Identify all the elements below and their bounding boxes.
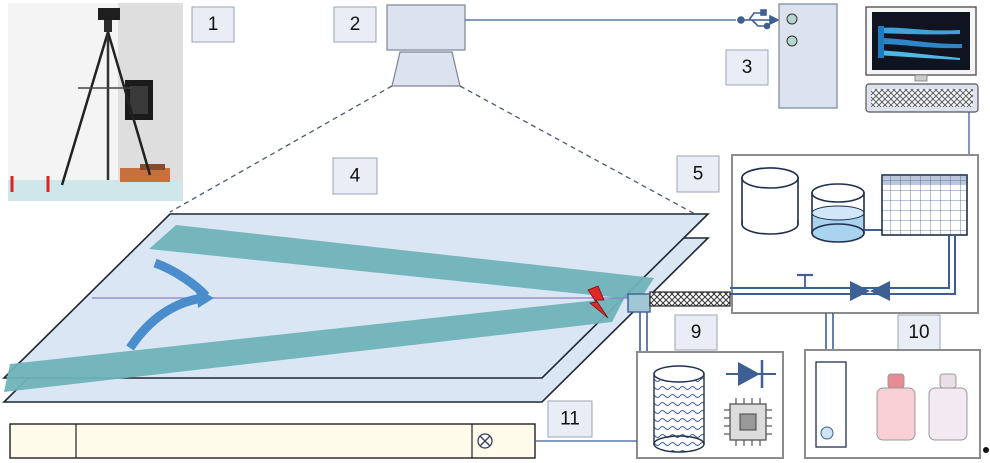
vertical-links	[639, 312, 834, 352]
label-4: 4	[332, 157, 378, 195]
mesh-tube	[649, 291, 731, 307]
label-10: 10	[897, 314, 941, 351]
svg-text:5: 5	[693, 164, 704, 185]
svg-text:10: 10	[908, 322, 929, 343]
camera-icon	[386, 4, 466, 87]
svg-text:11: 11	[560, 409, 580, 430]
svg-text:4: 4	[350, 166, 361, 187]
computer-tower-icon	[778, 3, 838, 109]
svg-text:9: 9	[691, 322, 702, 343]
spark-icon	[587, 285, 609, 319]
svg-text:2: 2	[350, 14, 361, 35]
upper-stripe	[149, 225, 654, 300]
svg-text:1: 1	[208, 14, 219, 35]
flow-arrow	[126, 258, 214, 351]
label-1: 1	[191, 6, 235, 43]
chip-icon	[724, 398, 772, 446]
field-of-view-lines	[169, 85, 696, 215]
lower-stripe	[4, 297, 625, 392]
monitor-icon	[865, 6, 977, 82]
diode-icon	[726, 360, 776, 388]
label-2: 2	[333, 6, 377, 43]
valve-icon	[850, 281, 890, 301]
edge-dot	[983, 447, 989, 453]
linear-stage-bar	[9, 423, 536, 459]
tank-filled-icon	[811, 183, 865, 243]
flow-sheet-stack	[2, 213, 710, 403]
grid-panel-icon	[881, 174, 968, 236]
tank-icon	[741, 167, 799, 235]
keyboard-icon	[865, 83, 979, 113]
bottle-icon	[876, 373, 916, 441]
usb-icon	[737, 9, 780, 30]
connector-block	[627, 293, 651, 313]
label-5: 5	[676, 155, 720, 193]
label-9: 9	[674, 314, 718, 351]
bottle-icon	[928, 373, 968, 441]
vial-icon	[815, 361, 847, 448]
cable-reel-icon	[653, 365, 705, 453]
label-11: 11	[547, 400, 593, 438]
tubing	[730, 235, 956, 295]
svg-text:3: 3	[742, 57, 753, 78]
close-circle-icon	[477, 433, 493, 449]
tripod-camera-photo	[8, 3, 183, 201]
label-3: 3	[725, 49, 769, 86]
